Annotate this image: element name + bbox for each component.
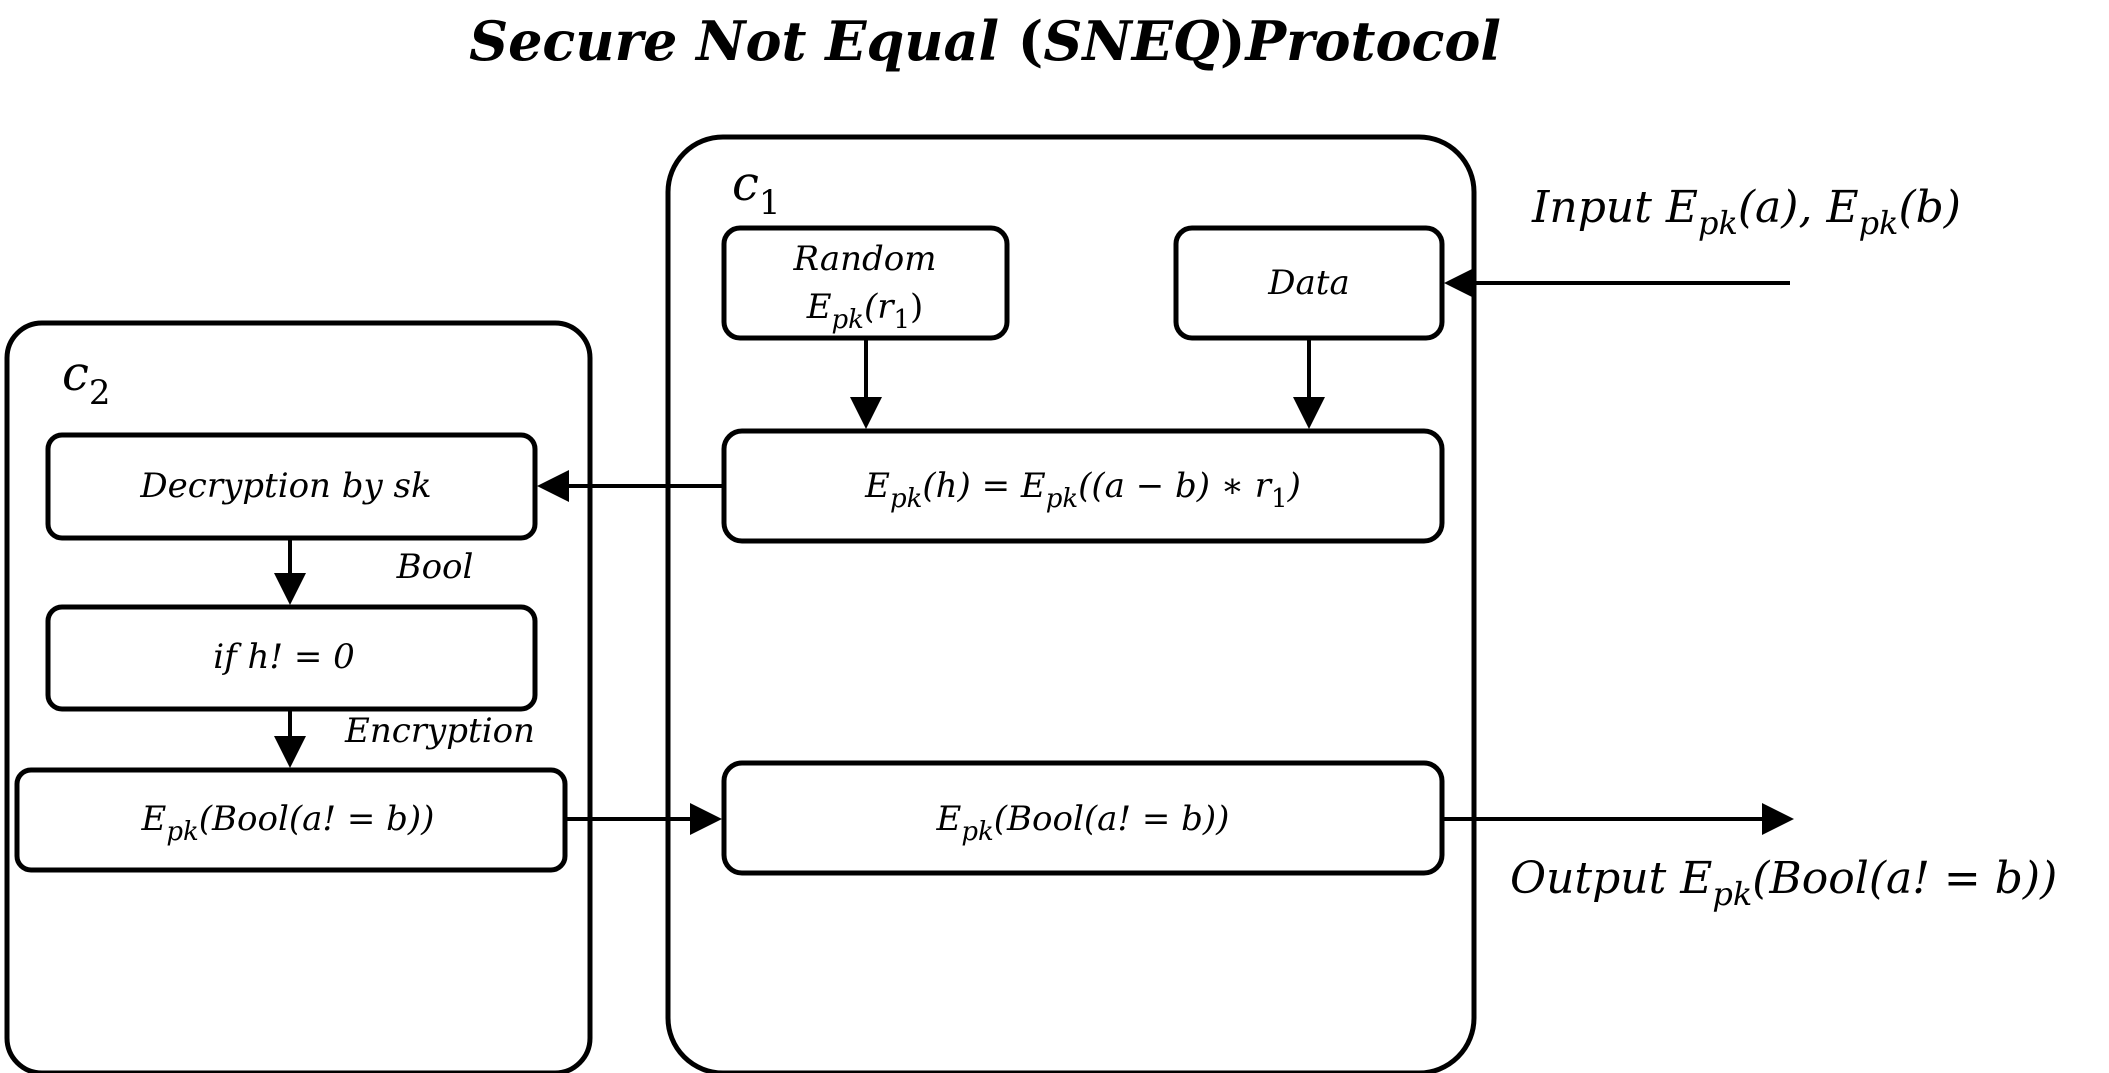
hash-e2: E (1020, 466, 1046, 506)
random-arg-open: (r (864, 287, 895, 327)
output-expr: (Bool(a! = b)) (1752, 853, 2057, 904)
data-label: Data (1267, 263, 1349, 303)
title-paren-open: ( (1018, 9, 1044, 73)
c1-label: c1 (732, 156, 781, 223)
data-box (1173, 225, 1445, 341)
output-label: Output Epk(Bool(a! = b)) (1510, 853, 2057, 913)
c1-result-expr: (Bool(a! = b)) (994, 799, 1230, 839)
title-paren-close: ) (1220, 9, 1246, 73)
c1-result-pk: pk (961, 817, 993, 847)
input-e1: E (1665, 182, 1698, 233)
input-arg2: (b) (1898, 182, 1961, 233)
c1-letter: c (732, 156, 759, 212)
c2-result-e: E (141, 799, 167, 839)
output-prefix: Output (1510, 853, 1680, 904)
bool-label: Bool (396, 547, 474, 587)
hash-box (721, 428, 1445, 544)
input-label: Input Epk(a), Epk(b) (1531, 182, 1961, 242)
c1-result-box (721, 760, 1445, 876)
c1-result-e: E (936, 799, 962, 839)
decryption-label: Decryption by sk (139, 466, 431, 506)
c1-result-expression: Epk(Bool(a! = b)) (936, 799, 1230, 847)
hash-pk2: pk (1046, 484, 1078, 514)
title-acronym: SNEQ (1043, 9, 1220, 73)
c2-letter: c (62, 346, 89, 402)
encryption-label: Encryption (344, 711, 535, 751)
input-prefix: Input (1531, 182, 1666, 233)
c2-result-box (14, 767, 568, 873)
hash-rest: ((a − b) ∗ r (1078, 466, 1273, 506)
if-box (45, 604, 538, 712)
random-label: Random (792, 239, 936, 279)
input-pk2: pk (1859, 204, 1899, 242)
hash-r-sub: 1 (1271, 484, 1288, 514)
diagram-title: Secure Not Equal (SNEQ)Protocol (469, 9, 1501, 73)
input-pk1: pk (1698, 204, 1738, 242)
input-arg1: (a), (1738, 182, 1827, 233)
c2-subscript: 2 (89, 373, 111, 413)
title-main-right: Protocol (1243, 9, 1500, 73)
random-expression: Epk(r1) (806, 287, 924, 335)
if-label: if h! = 0 (213, 637, 355, 677)
hash-expression: Epk(h) = Epk((a − b) ∗ r1) (864, 466, 1301, 514)
hash-mid: (h) = (922, 466, 1021, 506)
random-e: E (806, 287, 832, 327)
c2-result-expr: (Bool(a! = b)) (199, 799, 435, 839)
input-e2: E (1825, 182, 1858, 233)
random-arg-sub: 1 (893, 305, 910, 335)
c1-subscript: 1 (759, 183, 781, 223)
output-pk: pk (1712, 875, 1752, 913)
output-e: E (1679, 853, 1712, 904)
random-box (721, 225, 1010, 341)
c2-result-expression: Epk(Bool(a! = b)) (141, 799, 435, 847)
random-arg-close: ) (910, 287, 923, 327)
c2-result-pk: pk (166, 817, 198, 847)
hash-e1: E (864, 466, 890, 506)
hash-close: ) (1287, 466, 1301, 506)
decryption-box (45, 432, 538, 541)
hash-pk1: pk (890, 484, 922, 514)
random-pk: pk (832, 305, 864, 335)
c2-label: c2 (62, 346, 111, 413)
title-main-left: Secure Not Equal (469, 9, 1018, 73)
